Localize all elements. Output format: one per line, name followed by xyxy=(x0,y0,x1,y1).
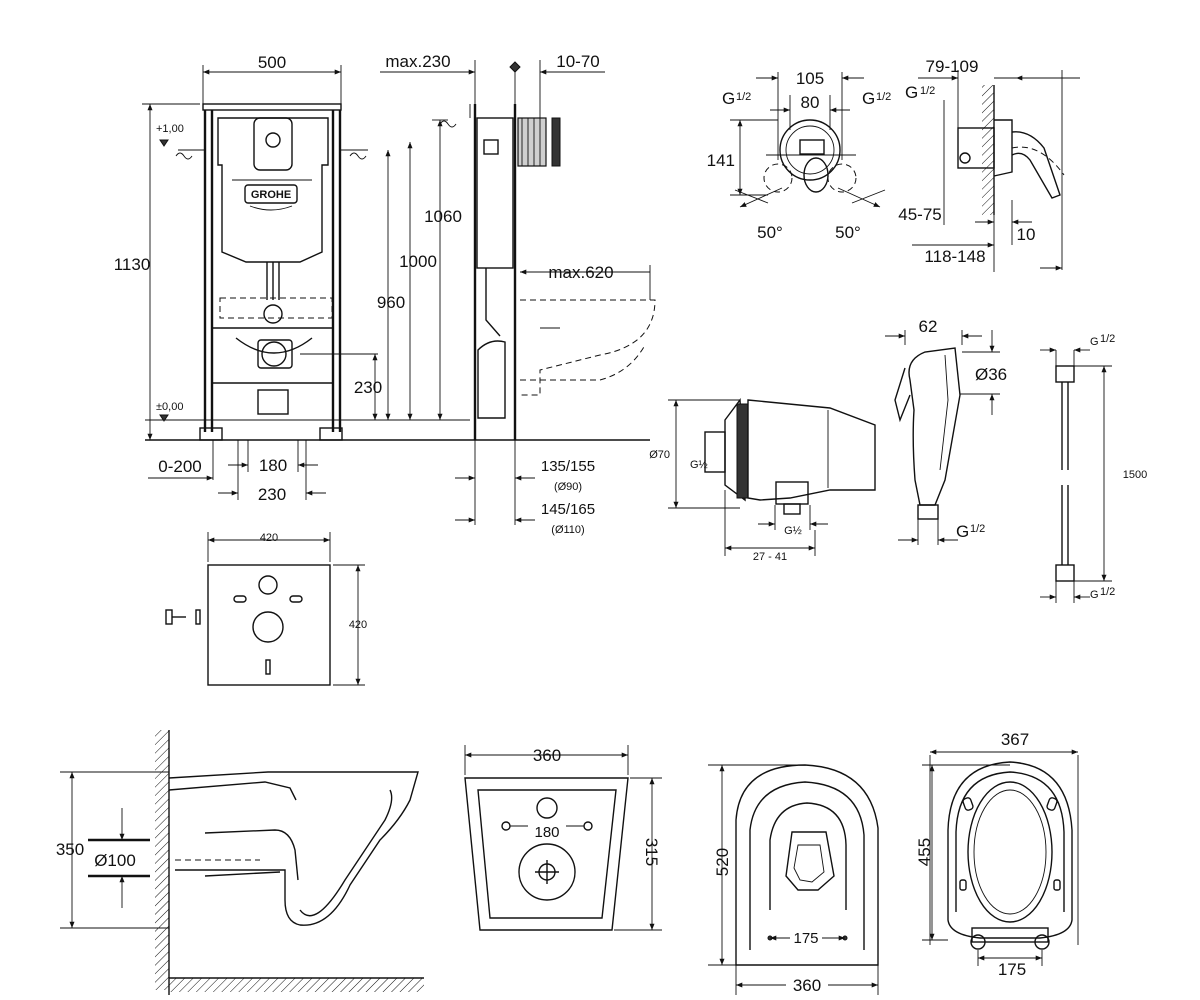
dim-height-1130: 1130 xyxy=(114,255,151,274)
dim-width-500: 500 xyxy=(258,53,286,72)
dim-max230: max.230 xyxy=(385,52,450,71)
dim-1000: 1000 xyxy=(399,252,437,271)
mixer-dim-45-75: 45-75 xyxy=(898,205,941,224)
mixer-dim-80: 80 xyxy=(801,93,820,112)
mixer-dim-105: 105 xyxy=(796,69,824,88)
valve-dim-27-41: 27 - 41 xyxy=(753,551,787,563)
toilet-side-section: 350 Ø100 xyxy=(56,730,424,995)
seat-dim-455: 455 xyxy=(915,838,934,866)
mixer-front-view: 50° 50° 105 80 G 1/2 G 1/2 141 45-75 xyxy=(707,69,942,242)
frame-dimensions: 500 1130 1060 1000 960 230 0-200 180 230 xyxy=(114,53,462,504)
hose-g-bottom-frac: 1/2 xyxy=(1100,586,1115,598)
back-dim-315: 315 xyxy=(642,838,661,866)
hand-shower: 62 Ø36 G 1/2 xyxy=(885,317,1007,545)
sound-insulation-plate: 420 420 xyxy=(165,532,367,686)
toilet-dim-350: 350 xyxy=(56,840,84,859)
level-plus-one: +1,00 xyxy=(156,123,184,135)
valve-dim-d70: Ø70 xyxy=(649,449,670,461)
dim-230-bottom: 230 xyxy=(258,485,286,504)
mixer-g-left: G xyxy=(722,89,735,108)
plate-dim-width: 420 xyxy=(260,532,278,544)
dim-180-bottom: 180 xyxy=(259,456,287,475)
toilet-back-view: 180 360 315 xyxy=(464,745,662,931)
angle-valve: Ø70 G½ G½ 27 - 41 xyxy=(649,398,876,563)
mixer-dim-118-148: 118-148 xyxy=(924,247,985,266)
plate-dim-height: 420 xyxy=(349,619,367,631)
dim-10-70: 10-70 xyxy=(556,52,599,71)
mixer-g-right-frac: 1/2 xyxy=(876,91,891,103)
dim-230-height: 230 xyxy=(354,378,382,397)
grohe-logo: GROHE xyxy=(251,189,291,201)
mixer-dim-141: 141 xyxy=(707,151,735,170)
shower-g-frac: 1/2 xyxy=(970,523,985,535)
plan-dim-520: 520 xyxy=(713,848,732,876)
mixer-dim-79-109: 79-109 xyxy=(926,57,979,76)
frame-front-view: GROHE +1,00 ±0,00 xyxy=(145,103,650,441)
toilet-plan-view: 175 520 360 xyxy=(708,764,879,995)
plan-dim-175: 175 xyxy=(793,930,818,947)
side-dimensions: max.230 10-70 max.620 135/155 (Ø90) 145/… xyxy=(380,52,651,536)
seat-dim-175: 175 xyxy=(998,960,1026,979)
toilet-dim-d100: Ø100 xyxy=(94,851,136,870)
mixer-angle-right: 50° xyxy=(835,223,861,242)
mixer-dim-10: 10 xyxy=(1017,225,1036,244)
mixer-side-view: 79-109 G 1/2 118-148 10 xyxy=(905,57,1080,272)
frame-side-view xyxy=(439,104,656,440)
hose-g-bottom: G xyxy=(1090,589,1099,601)
dim-1060: 1060 xyxy=(424,207,462,226)
plan-dim-360: 360 xyxy=(793,976,821,995)
back-dim-180: 180 xyxy=(534,824,559,841)
dim-max620: max.620 xyxy=(548,263,613,282)
seat-dim-367: 367 xyxy=(1001,730,1029,749)
back-dim-360: 360 xyxy=(533,746,561,765)
toilet-seat: 367 455 175 xyxy=(915,730,1079,979)
dim-135-155: 135/155 xyxy=(541,458,595,475)
shower-dim-d36: Ø36 xyxy=(975,365,1007,384)
dim-960: 960 xyxy=(377,293,405,312)
level-zero: ±0,00 xyxy=(156,401,183,413)
dim-d110: (Ø110) xyxy=(551,524,584,536)
valve-g-half: G½ xyxy=(690,459,708,471)
shower-hose: 1500 G 1/2 G 1/2 xyxy=(1040,333,1147,603)
shower-dim-62: 62 xyxy=(919,317,938,336)
mixer-g-left-frac: 1/2 xyxy=(736,91,751,103)
mixer-angle-left: 50° xyxy=(757,223,783,242)
hose-length-1500: 1500 xyxy=(1123,469,1147,481)
dim-d90: (Ø90) xyxy=(554,481,582,493)
shower-g: G xyxy=(956,522,969,541)
valve-g-half-bottom: G½ xyxy=(784,525,802,537)
dim-0-200: 0-200 xyxy=(158,457,201,476)
mixer-g-right: G xyxy=(862,89,875,108)
hose-g-top-frac: 1/2 xyxy=(1100,333,1115,345)
hose-g-top: G xyxy=(1090,336,1099,348)
mixer-g-side-frac: 1/2 xyxy=(920,85,935,97)
mixer-g-side: G xyxy=(905,83,918,102)
dim-145-165: 145/165 xyxy=(541,501,595,518)
